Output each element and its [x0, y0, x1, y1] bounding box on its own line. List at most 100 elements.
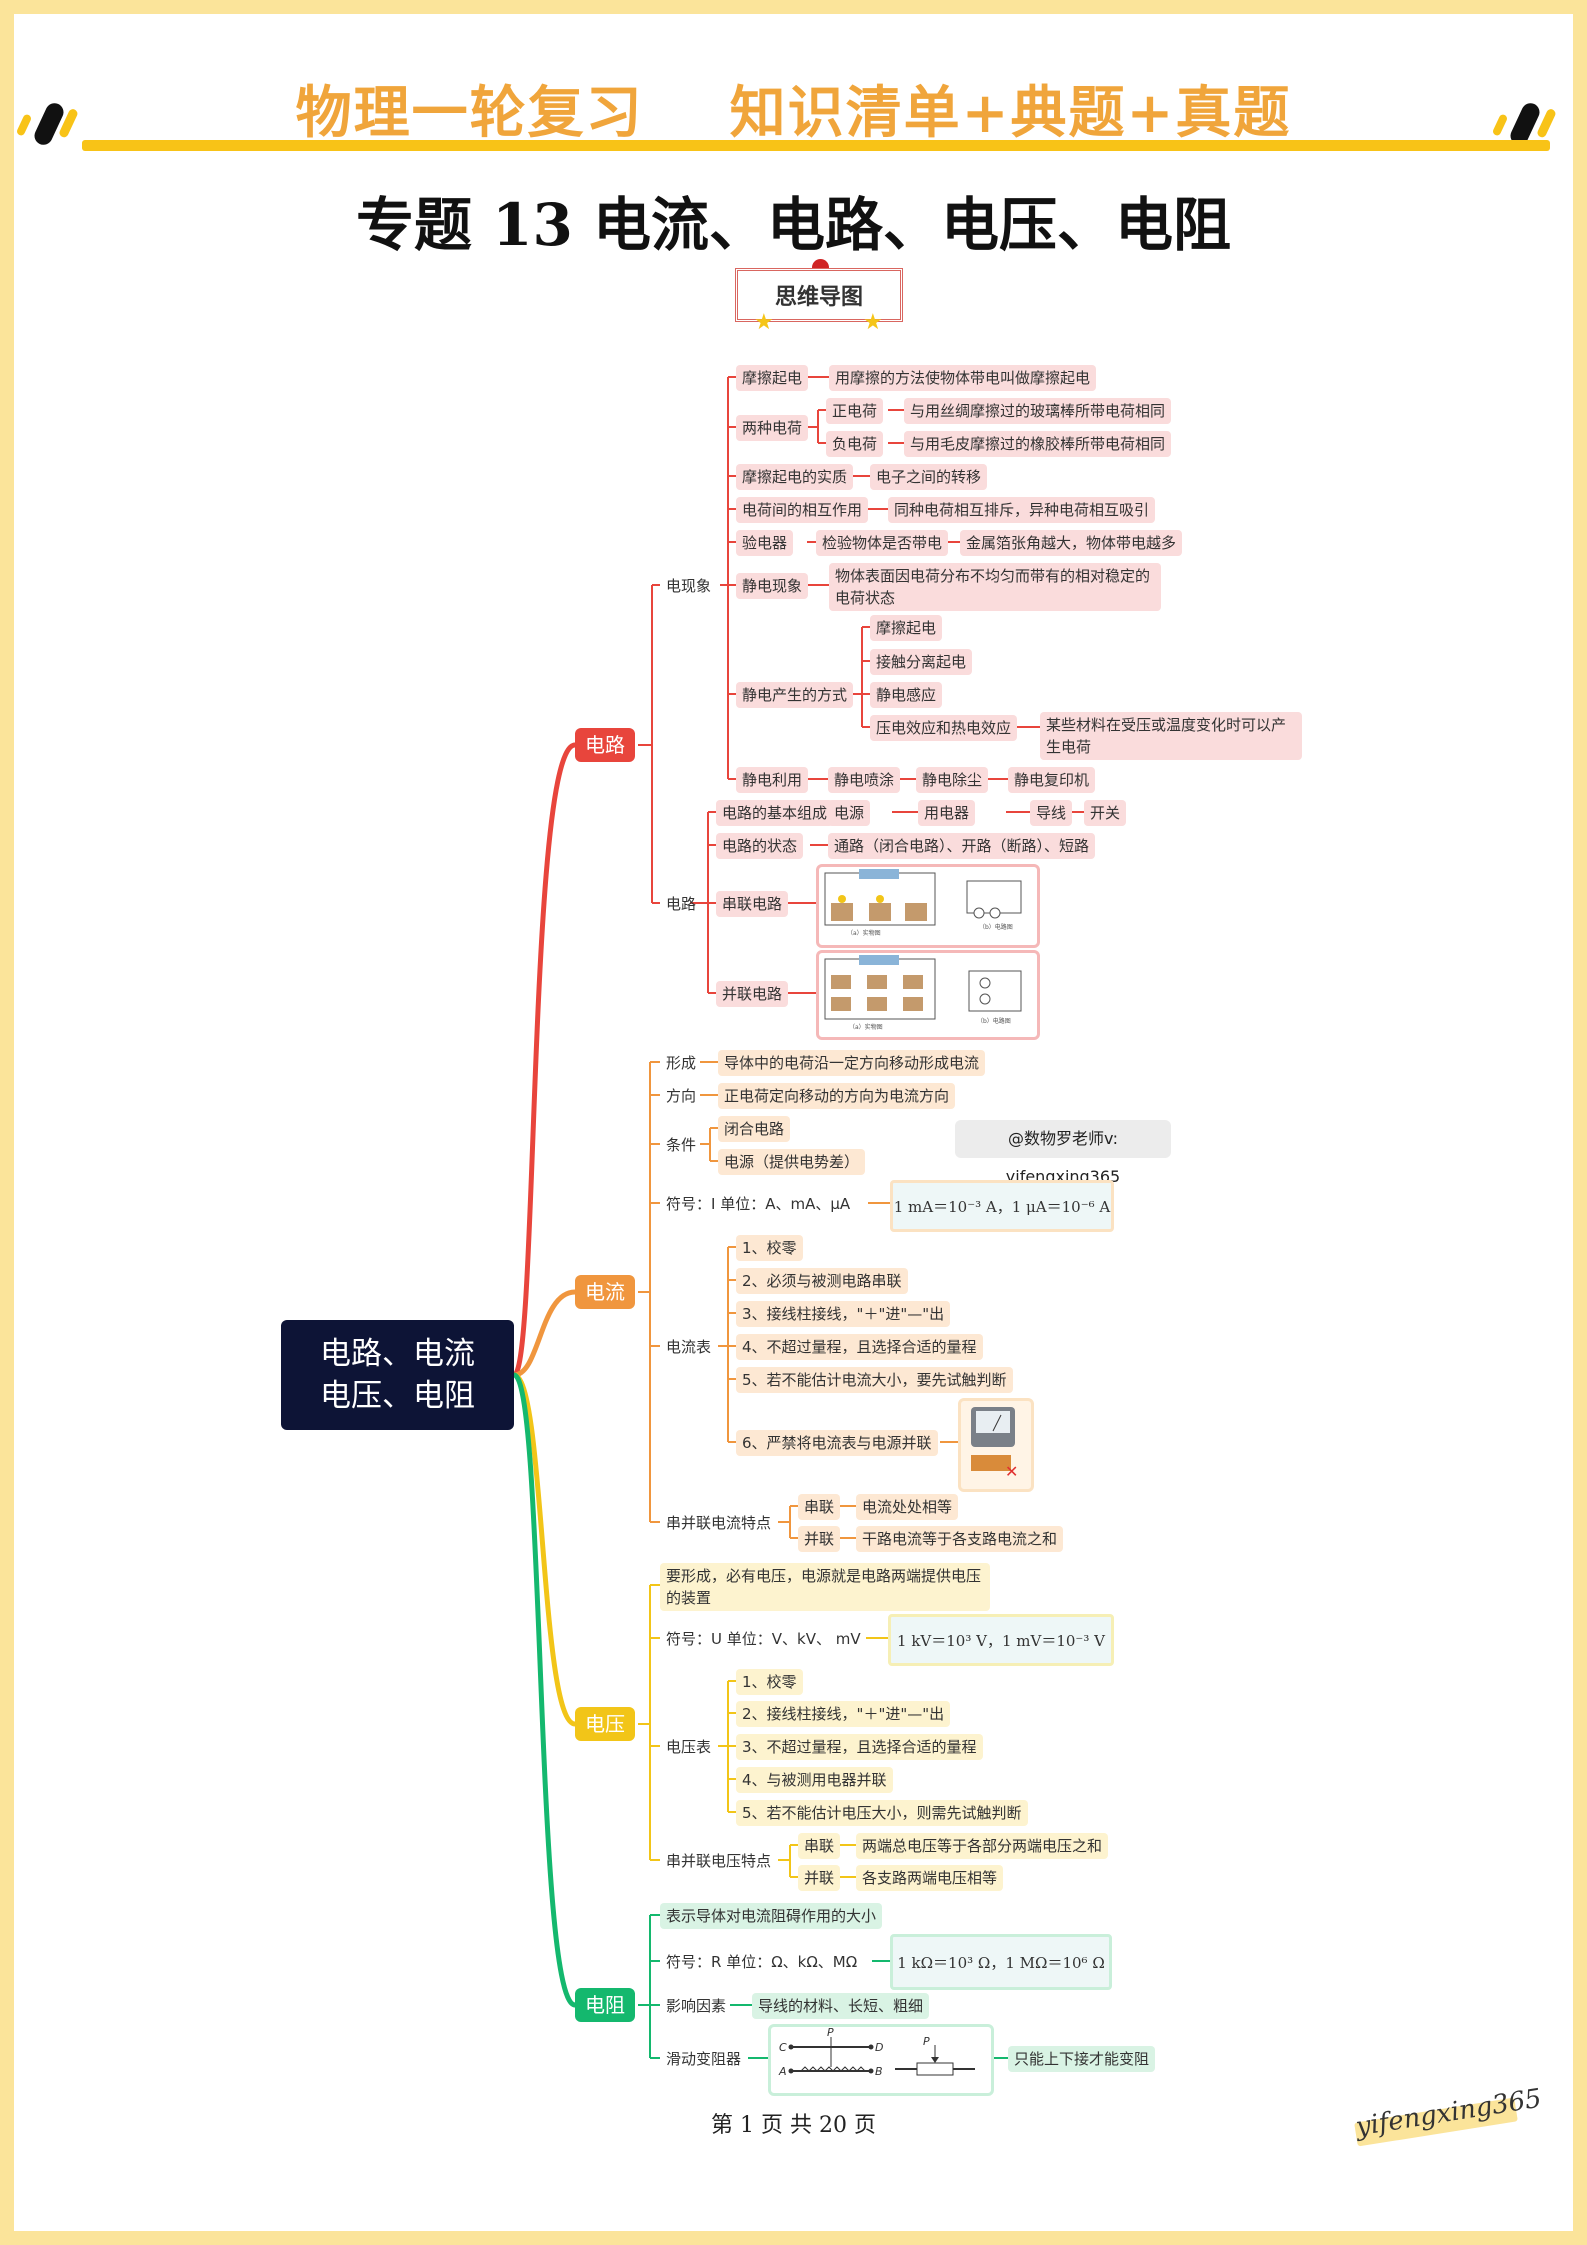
rheostat-letter-p2: P: [923, 2035, 930, 2048]
voltmeter-rule-1: 1、校零: [736, 1669, 803, 1695]
rheostat-letter-c: C: [779, 2041, 787, 2054]
node-voltage-symbol: 符号：U 单位：V、kV、 mV: [666, 1630, 861, 1648]
node-static-use: 静电利用: [736, 767, 809, 793]
node-use-spray: 静电喷涂: [828, 767, 901, 793]
node-formation: 形成: [666, 1054, 697, 1072]
node-ammeter: 电流表: [666, 1338, 712, 1356]
voltage-unit-formula: 1 kV＝10³ V，1 mV＝10⁻³ V: [888, 1614, 1114, 1666]
branch-current: 电流: [575, 1275, 635, 1309]
node-comp-appliance: 用电器: [918, 800, 976, 826]
node-current-series-desc: 电流处处相等: [856, 1494, 959, 1520]
rheostat-letter-d: D: [875, 2041, 883, 2054]
branch-voltage: 电压: [575, 1707, 635, 1741]
root-line-1: 电路、电流: [320, 1336, 475, 1372]
node-two-charges: 两种电荷: [736, 415, 809, 441]
node-essence: 摩擦起电的实质: [736, 464, 854, 490]
root-node: 电路、电流 电压、电阻: [281, 1320, 514, 1430]
node-way-piezo: 压电效应和热电效应: [870, 715, 1018, 741]
rheostat-image: C P D A B P: [768, 2024, 994, 2096]
star-icon: ★: [863, 310, 883, 335]
author-watermark: @数物罗老师v: yifengxing365: [955, 1120, 1171, 1186]
node-formation-desc: 导体中的电荷沿一定方向移动形成电流: [718, 1050, 986, 1076]
node-friction: 摩擦起电: [736, 365, 809, 391]
rheostat-letter-a: A: [778, 2065, 787, 2078]
series-circuit-figure: （a）实物图 （b）电路图: [824, 869, 1022, 937]
series-title: 物理一轮复习 知识清单+典题+真题: [295, 80, 1292, 146]
node-interaction: 电荷间的相互作用: [736, 497, 869, 523]
star-icon: ★: [754, 310, 774, 335]
voltmeter-rule-4: 4、与被测用电器并联: [736, 1767, 893, 1793]
node-rheostat-desc: 只能上下接才能变阻: [1008, 2046, 1156, 2072]
node-electric-phenomena: 电现象: [666, 577, 712, 595]
node-way-induction: 静电感应: [870, 682, 943, 708]
rheostat-figure: C P D A B P: [778, 2026, 975, 2078]
node-state-desc: 通路（闭合电路）、开路（断路）、短路: [828, 833, 1096, 859]
ammeter-rule-2: 2、必须与被测电路串联: [736, 1268, 908, 1294]
rheostat-letter-p: P: [827, 2027, 834, 2039]
branch-circuit: 电路: [575, 728, 635, 762]
ammeter-rule-5: 5、若不能估计电流大小，要先试触判断: [736, 1367, 1013, 1393]
voltmeter-rule-5: 5、若不能估计电压大小，则需先试触判断: [736, 1800, 1028, 1826]
voltmeter-rule-3: 3、不超过量程，且选择合适的量程: [736, 1734, 983, 1760]
node-voltage-def: 要形成，必有电压，电源就是电路两端提供电压的装置: [660, 1563, 990, 1611]
node-interaction-desc: 同种电荷相互排斥，异种电荷相互吸引: [888, 497, 1156, 523]
parallel-circuit-figure: （a）实物图 （b）电路图: [824, 955, 1022, 1031]
series-caption-1: （a）实物图: [847, 929, 881, 937]
page-number: 第 1 页 共 20 页: [711, 2113, 876, 2138]
node-positive-charge: 正电荷: [826, 398, 884, 424]
root-line-2: 电压、电阻: [320, 1378, 475, 1414]
node-way-contact: 接触分离起电: [870, 649, 973, 675]
node-negative-charge: 负电荷: [826, 431, 884, 457]
node-voltage-features: 串并联电压特点: [666, 1852, 772, 1870]
branch-resistance: 电阻: [575, 1988, 635, 2022]
node-static-desc: 物体表面因电荷分布不均匀而带有的相对稳定的电荷状态: [829, 563, 1161, 611]
node-resistance-def: 表示导体对电流阻碍作用的大小: [660, 1903, 883, 1929]
node-voltage-series-desc: 两端总电压等于各部分两端电压之和: [856, 1833, 1109, 1859]
node-voltmeter: 电压表: [666, 1738, 712, 1756]
node-voltage-parallel-desc: 各支路两端电压相等: [856, 1865, 1004, 1891]
header-divider: [82, 140, 1550, 151]
node-static-ways: 静电产生的方式: [736, 682, 854, 708]
node-current-symbol: 符号：I 单位：A、mA、μA: [666, 1195, 851, 1213]
node-current-series: 串联: [798, 1494, 841, 1520]
ammeter-battery-figure: ✕: [971, 1407, 1018, 1481]
node-way-piezo-desc: 某些材料在受压或温度变化时可以产生电荷: [1040, 712, 1302, 760]
node-state: 电路的状态: [716, 833, 804, 859]
node-static: 静电现象: [736, 573, 809, 599]
mindmap-badge: 思维导图: [735, 268, 903, 322]
node-electroscope-d2: 金属箔张角越大，物体带电越多: [960, 530, 1183, 556]
node-direction-desc: 正电荷定向移动的方向为电流方向: [718, 1083, 956, 1109]
node-voltage-parallel: 并联: [798, 1865, 841, 1891]
node-way-friction: 摩擦起电: [870, 615, 943, 641]
node-circuit: 电路: [666, 895, 697, 913]
node-current-parallel-desc: 干路电流等于各支路电流之和: [856, 1526, 1064, 1552]
series-caption-2: （b）电路图: [979, 923, 1013, 931]
parallel-caption-1: （a）实物图: [849, 1023, 883, 1031]
rheostat-letter-b: B: [875, 2065, 883, 2078]
left-deco-marks: [17, 103, 78, 145]
node-parallel-circuit: 并联电路: [716, 981, 789, 1007]
node-use-dust: 静电除尘: [916, 767, 989, 793]
node-direction: 方向: [666, 1087, 697, 1105]
node-comp-switch: 开关: [1084, 800, 1127, 826]
node-friction-desc: 用摩擦的方法使物体带电叫做摩擦起电: [829, 365, 1097, 391]
right-deco-marks: [1493, 103, 1556, 145]
cross-icon: ✕: [1005, 1462, 1018, 1481]
node-factors-desc: 导线的材料、长短、粗细: [752, 1993, 930, 2019]
ammeter-rule-6: 6、严禁将电流表与电源并联: [736, 1430, 938, 1456]
resistance-unit-formula: 1 kΩ＝10³ Ω，1 MΩ＝10⁶ Ω: [890, 1934, 1112, 1990]
node-positive-desc: 与用丝绸摩擦过的玻璃棒所带电荷相同: [904, 398, 1172, 424]
node-rheostat: 滑动变阻器: [666, 2050, 742, 2068]
node-negative-desc: 与用毛皮摩擦过的橡胶棒所带电荷相同: [904, 431, 1172, 457]
node-essence-desc: 电子之间的转移: [870, 464, 988, 490]
parallel-circuit-image: （a）实物图 （b）电路图: [816, 950, 1040, 1040]
node-condition: 条件: [666, 1136, 697, 1154]
node-series-circuit: 串联电路: [716, 891, 789, 917]
node-factors: 影响因素: [666, 1997, 727, 2015]
node-current-parallel: 并联: [798, 1526, 841, 1552]
node-voltage-series: 串联: [798, 1833, 841, 1859]
series-circuit-image: （a）实物图 （b）电路图: [816, 864, 1040, 948]
node-composition: 电路的基本组成: [716, 800, 834, 826]
node-comp-wire: 导线: [1030, 800, 1073, 826]
